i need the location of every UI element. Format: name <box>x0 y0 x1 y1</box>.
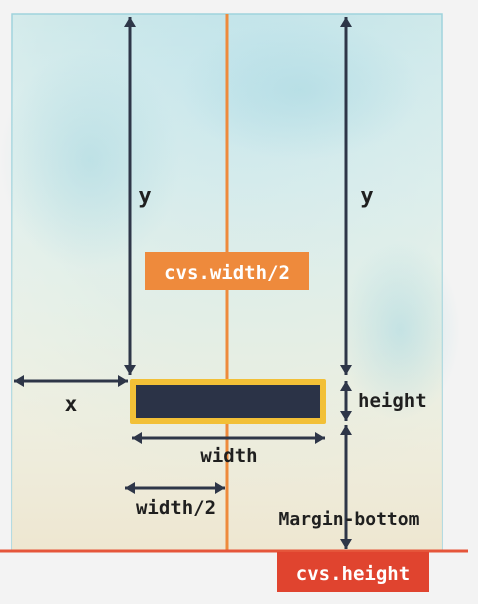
width-arrow-head <box>315 432 325 444</box>
half-width-arrow-head <box>215 482 225 494</box>
height-arrow-head <box>340 411 352 421</box>
paddle-fill <box>136 385 320 418</box>
x-label: x <box>65 392 78 416</box>
y-arrow-right-head <box>340 17 352 27</box>
x-arrow-head <box>118 375 128 387</box>
center-tag-label: cvs.width/2 <box>164 262 290 284</box>
y-arrow-left-head <box>124 365 136 375</box>
width-arrow-head <box>132 432 142 444</box>
dimension-arrows <box>14 17 352 549</box>
margin-bottom-label: Margin-bottom <box>279 509 420 530</box>
bottom-tag-bg <box>277 552 429 592</box>
y-label-left: y <box>138 184 151 209</box>
y-arrow-right-head <box>340 365 352 375</box>
y-label-right: y <box>360 184 373 209</box>
height-label: height <box>358 390 427 412</box>
height-arrow-head <box>340 381 352 391</box>
half-width-arrow-head <box>125 482 135 494</box>
y-arrow-left-head <box>124 17 136 27</box>
margin-bottom-arrow-head <box>340 539 352 549</box>
margin-bottom-arrow-head <box>340 425 352 435</box>
x-arrow-head <box>14 375 24 387</box>
bottom-tag-label: cvs.height <box>296 563 410 585</box>
center-tag-bg <box>145 252 309 290</box>
width-label: width <box>200 445 257 467</box>
half-width-label: width/2 <box>136 497 216 519</box>
